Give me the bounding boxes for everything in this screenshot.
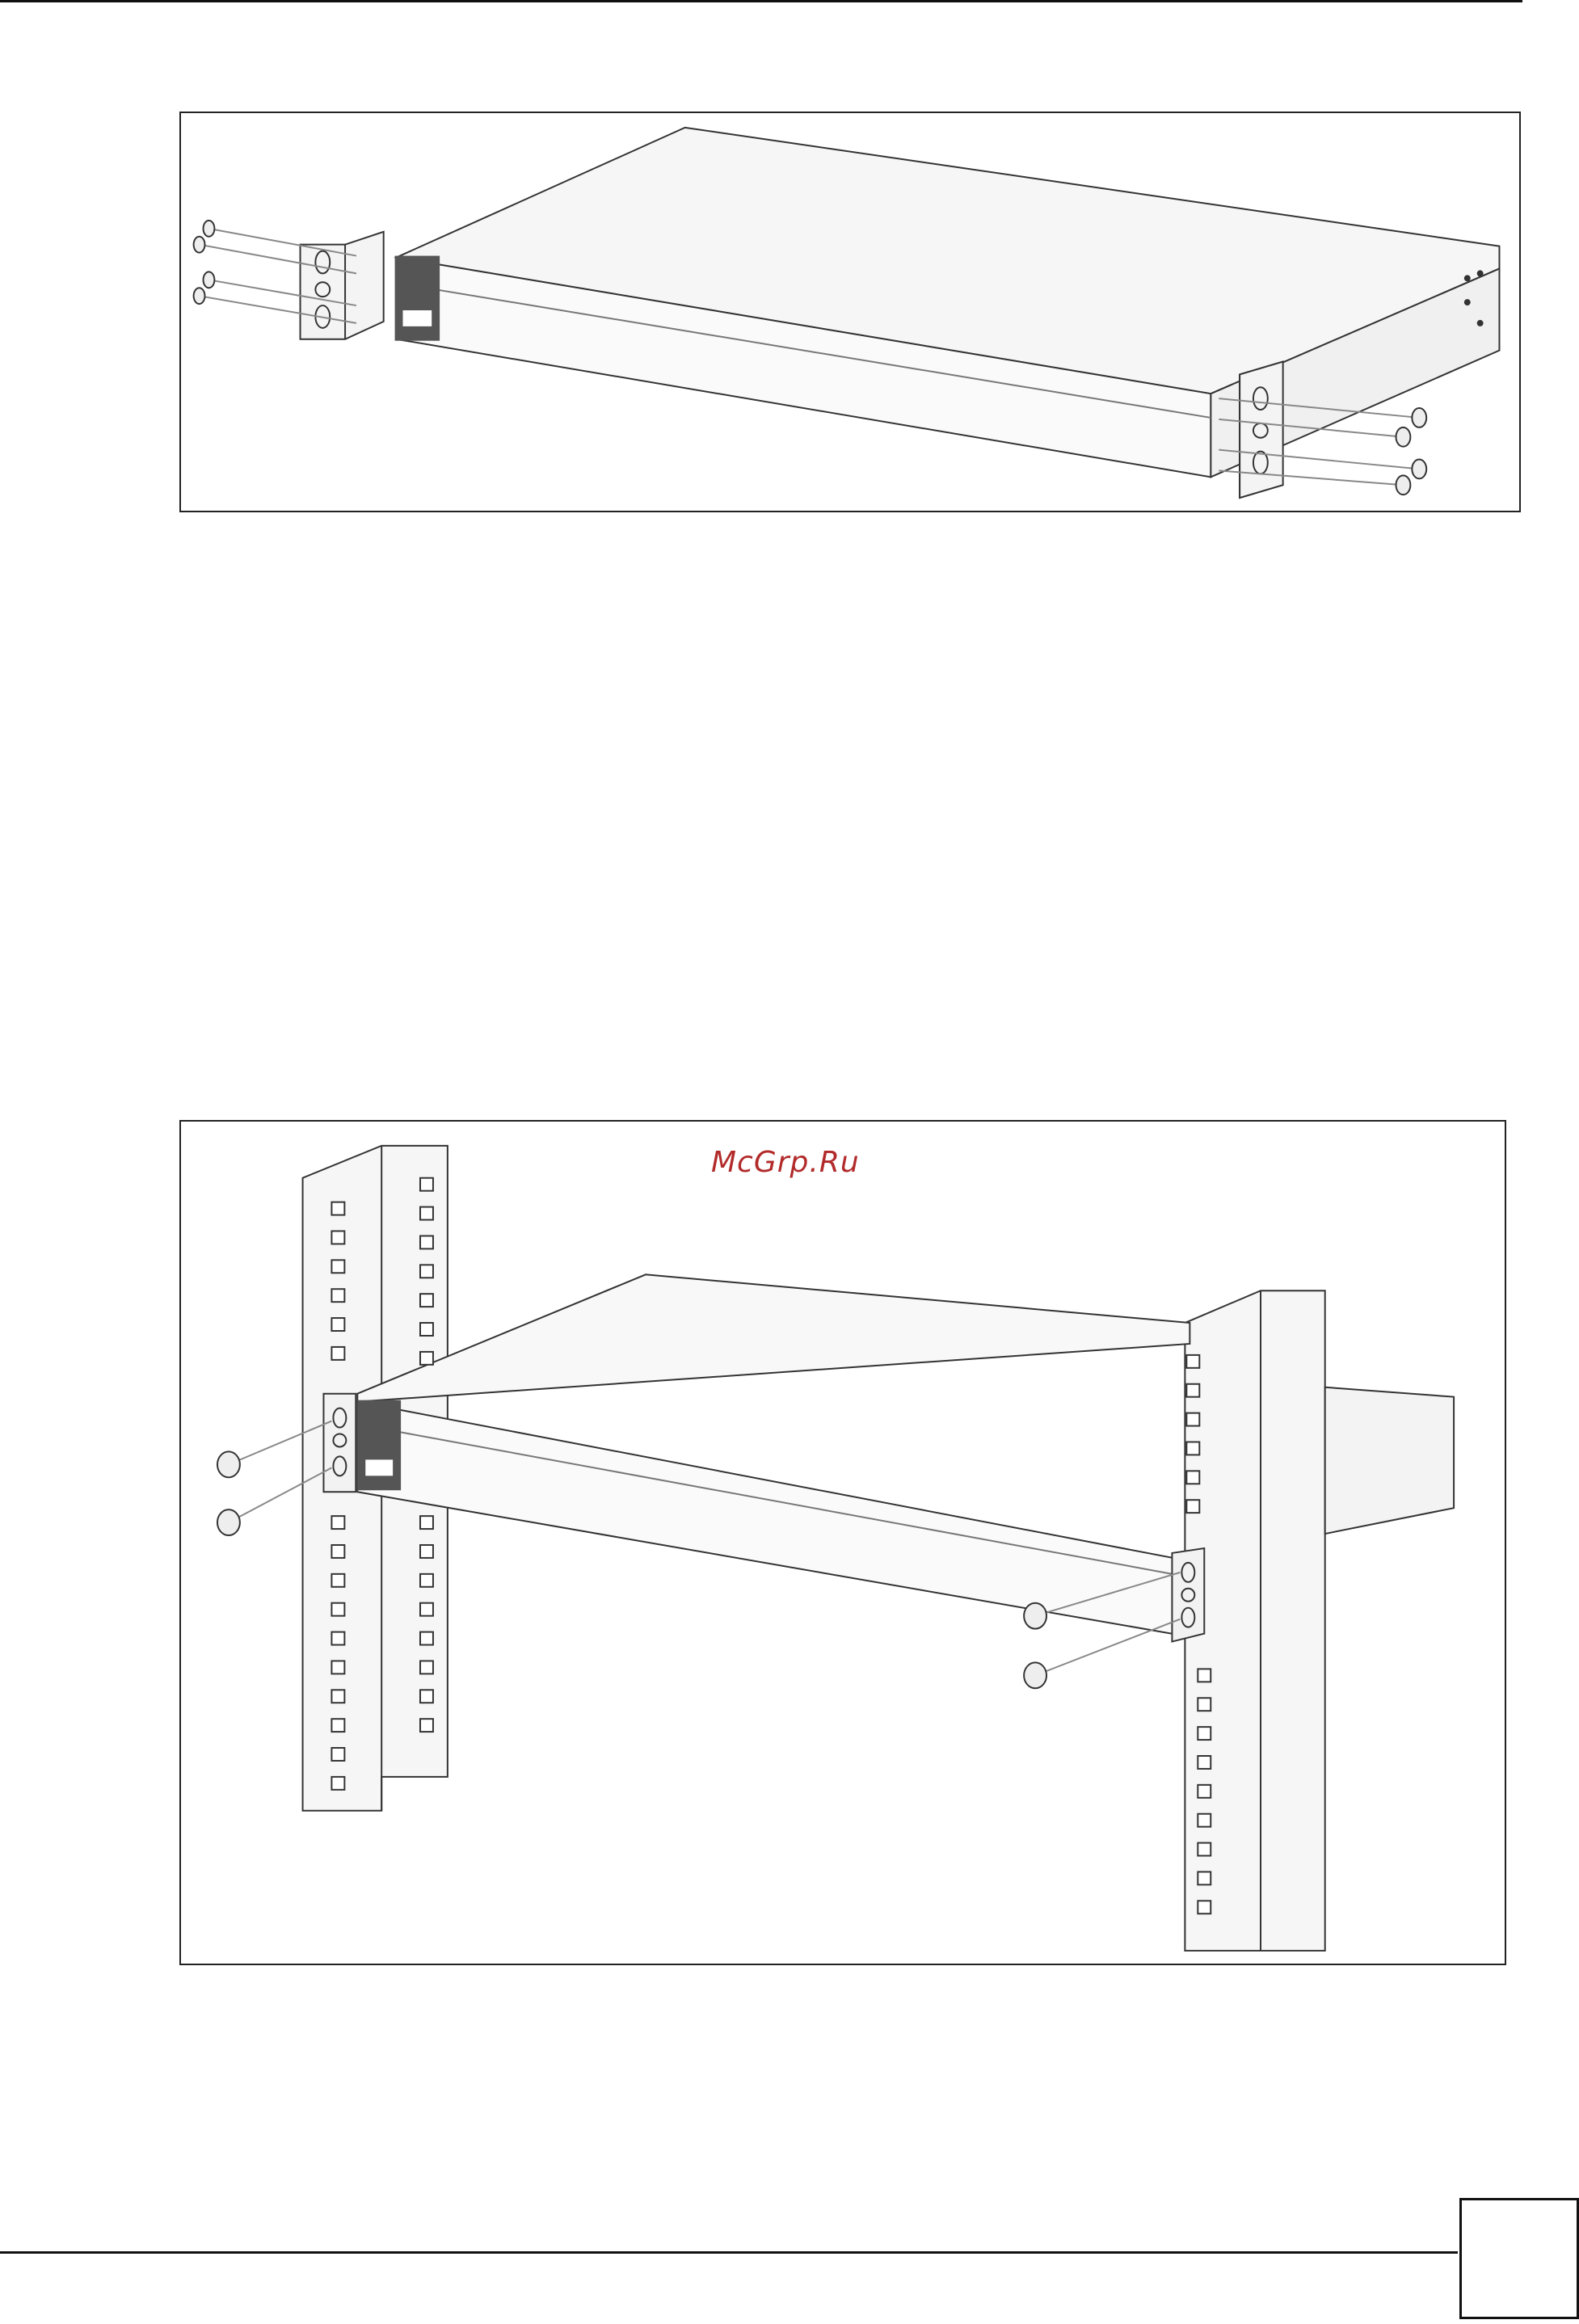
- header-rule: [0, 0, 1522, 2]
- bracket-attachment-illustration: [181, 113, 1519, 511]
- watermark-text: McGrp.Ru: [711, 1146, 860, 1179]
- figure-attach-brackets: [179, 112, 1521, 512]
- figure-rack-mounting: [179, 1120, 1506, 1965]
- page-number-box: [1459, 2198, 1579, 2319]
- footer-rule: [0, 2251, 1458, 2254]
- rack-mounting-illustration: [181, 1122, 1505, 1964]
